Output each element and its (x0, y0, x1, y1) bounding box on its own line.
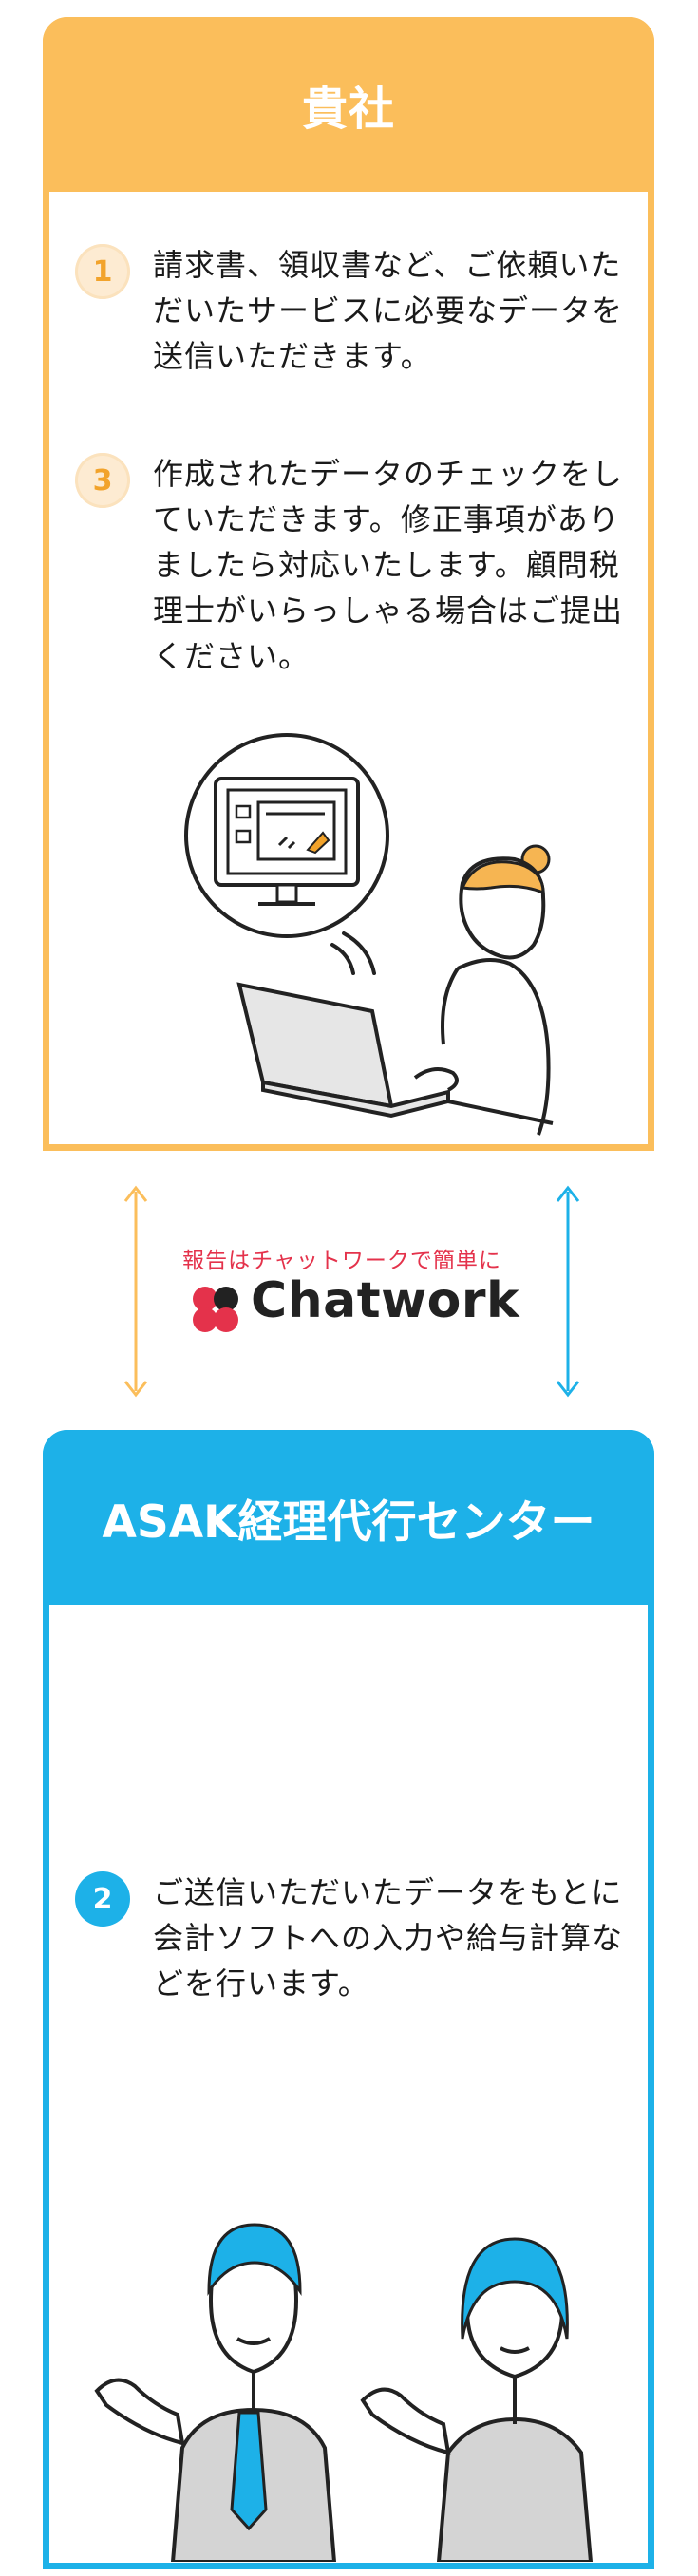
client-panel-title: 貴社 (43, 17, 654, 192)
step-description: 作成されたデータのチェックをしていただきます。修正事項がありましたら対応いたしま… (153, 456, 624, 674)
client-panel: 貴社 1 請求書、領収書など、ご依頼いただいたサービスに必要なデータを送信いただ… (43, 17, 654, 1151)
step-2: 2 ご送信いただいたデータをもとに会計ソフトへの入力や給与計算などを行います。 (75, 1870, 626, 2021)
bidirectional-arrow-orange (123, 1185, 148, 1398)
woman-laptop-illustration (184, 733, 554, 1136)
step-description: ご送信いただいたデータをもとに会計ソフトへの入力や給与計算などを行います。 (153, 1874, 624, 2002)
staff-illustration (94, 2223, 594, 2562)
step-description: 請求書、領収書など、ご依頼いただいたサービスに必要なデータを送信いただきます。 (153, 247, 624, 374)
bidirectional-arrow-blue (556, 1185, 580, 1398)
chatwork-caption: 報告はチャットワークで簡単に (182, 1249, 501, 1273)
chatwork-badge: 報告はチャットワークで簡単に Chatwork (171, 1234, 532, 1358)
step-number-badge: 3 (75, 453, 130, 508)
step-1: 1 請求書、領収書など、ご依頼いただいたサービスに必要なデータを送信いただきます… (75, 242, 626, 385)
chatwork-logo-icon (193, 1287, 238, 1332)
center-panel-title: ASAK経理代行センター (43, 1430, 654, 1605)
step-number-badge: 2 (75, 1871, 130, 1927)
step-number-badge: 1 (75, 244, 130, 299)
step-3: 3 作成されたデータのチェックをしていただきます。修正事項がありましたら対応いた… (75, 451, 626, 688)
center-panel: ASAK経理代行センター 2 ご送信いただいたデータをもとに会計ソフトへの入力や… (43, 1430, 654, 2569)
chatwork-logo-text: Chatwork (251, 1272, 520, 1329)
